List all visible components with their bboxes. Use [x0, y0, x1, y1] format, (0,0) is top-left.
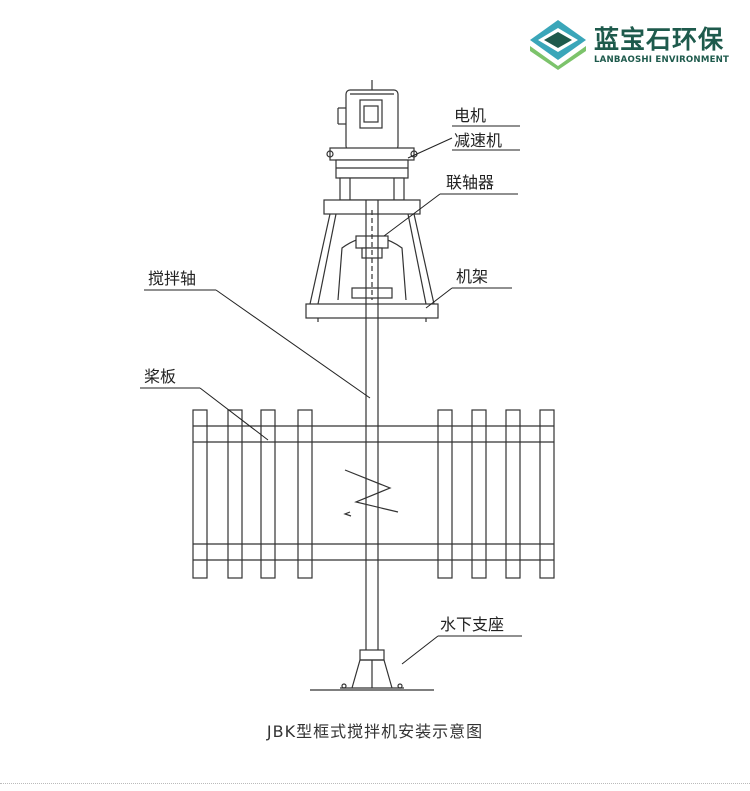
- paddle-frame: [192, 409, 555, 579]
- brand-logo: 蓝宝石环保 LANBAOSHI ENVIRONMENT: [526, 18, 741, 70]
- reducer: [323, 147, 421, 215]
- agitator-shaft: [365, 200, 379, 650]
- label-shaft: 搅拌轴: [148, 269, 196, 288]
- diagram-caption: JBK型框式搅拌机安装示意图: [266, 722, 484, 741]
- bottom-divider: [0, 783, 750, 784]
- underwater-support: [310, 649, 434, 691]
- label-paddle: 桨板: [144, 367, 176, 386]
- brand-name-en: LANBAOSHI ENVIRONMENT: [594, 55, 730, 65]
- motor: [337, 80, 399, 151]
- brand-name-cn: 蓝宝石环保: [594, 25, 725, 54]
- label-frame: 机架: [456, 267, 488, 286]
- label-motor: 电机: [454, 106, 486, 125]
- frame: [305, 213, 439, 322]
- label-support: 水下支座: [440, 615, 504, 634]
- leader-lines: [140, 125, 522, 665]
- label-coupling: 联轴器: [446, 173, 494, 192]
- logo-diamond-icon: [530, 20, 586, 70]
- label-reducer: 减速机: [454, 131, 502, 150]
